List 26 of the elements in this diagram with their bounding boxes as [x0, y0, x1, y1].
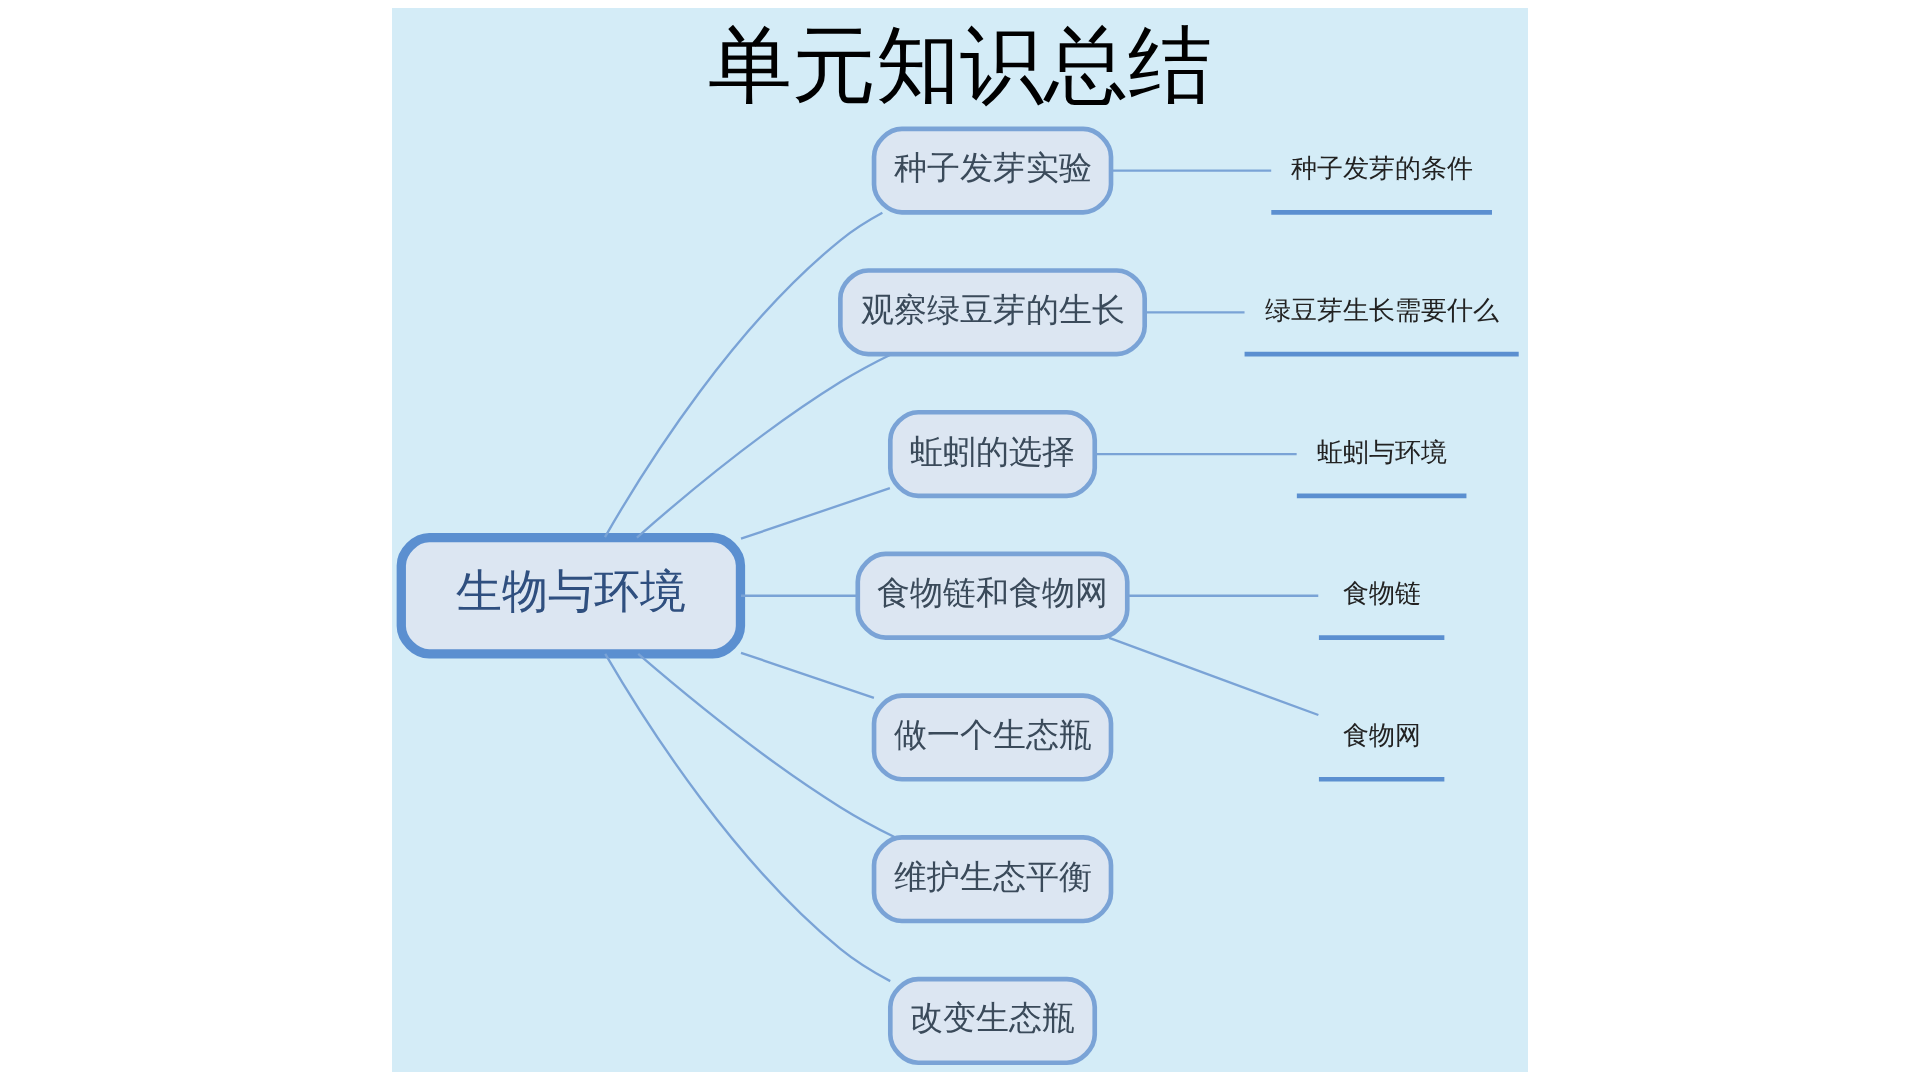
connector: [1111, 169, 1272, 172]
node-box: 维护生态平衡: [871, 835, 1114, 924]
node-box: 改变生态瓶: [888, 976, 1098, 1066]
connector: [604, 653, 891, 983]
node-box: 食物链和食物网: [855, 551, 1130, 640]
node-text: 种子发芽的条件: [1290, 153, 1473, 184]
connector: [740, 487, 891, 540]
node-text: 食物网: [1342, 719, 1421, 750]
connector: [1145, 311, 1245, 314]
connector: [740, 651, 875, 700]
connector: [636, 353, 892, 539]
connector: [603, 211, 883, 538]
node-text: 绿豆芽生长需要什么: [1264, 294, 1499, 325]
node-text: 食物链: [1342, 578, 1421, 609]
node-box: 观察绿豆芽的生长: [838, 268, 1147, 357]
connector: [1128, 594, 1319, 597]
diagram-title: 单元知识总结: [708, 15, 1212, 114]
connector: [1094, 452, 1297, 456]
connector: [1108, 636, 1319, 717]
node-box: 蚯蚓的选择: [888, 409, 1098, 499]
node-box: 生物与环境: [396, 533, 746, 659]
node-box: 做一个生态瓶: [871, 693, 1114, 782]
connector: [741, 594, 858, 597]
connector: [637, 653, 896, 839]
node-text: 蚯蚓与环境: [1316, 436, 1447, 467]
node-box: 种子发芽实验: [871, 126, 1114, 215]
